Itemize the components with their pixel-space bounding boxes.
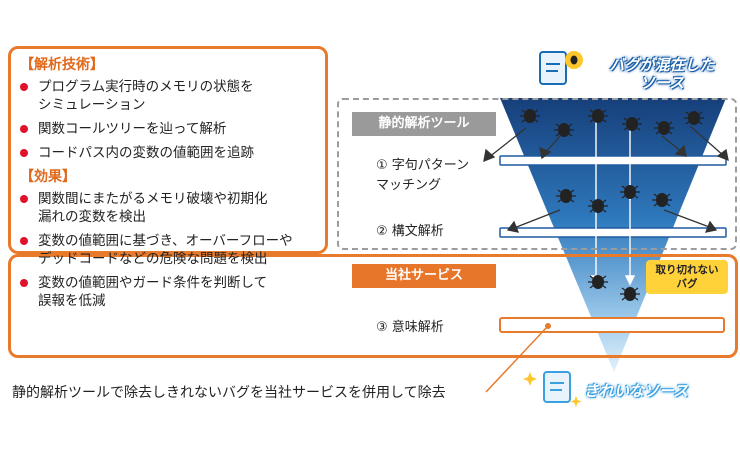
bug-icons	[520, 109, 704, 301]
bug-icon	[554, 123, 574, 137]
bug-icon	[620, 185, 640, 199]
bug-icon	[654, 121, 674, 135]
effect-item: 関数間にまたがるメモリ破壊や初期化 漏れの変数を検出	[20, 190, 336, 226]
analysis-list: プログラム実行時のメモリの状態を シミュレーション 関数コールツリーを辿って解析…	[20, 78, 336, 162]
service-label: 当社サービス	[352, 264, 496, 288]
step2-label: ② 構文解析	[376, 224, 444, 239]
removed-bug-arrows	[483, 125, 729, 233]
caption-pointer	[485, 325, 549, 393]
bug-icon	[588, 199, 608, 213]
bug-icon	[556, 189, 576, 203]
info-content: 【解析技術】 プログラム実行時のメモリの状態を シミュレーション 関数コールツリ…	[20, 56, 336, 316]
bug-icon	[684, 111, 704, 125]
filter-bar-2	[499, 227, 727, 238]
bug-icon	[588, 275, 608, 289]
bug-icon	[588, 109, 608, 123]
clean-source-label: きれいなソース	[584, 382, 689, 400]
effect-item: 変数の値範囲に基づき、オーバーフローや デッドコードなどの危険な問題を検出	[20, 232, 336, 268]
static-tool-label: 静的解析ツール	[352, 112, 496, 136]
analysis-item: プログラム実行時のメモリの状態を シミュレーション	[20, 78, 336, 114]
effect-list: 関数間にまたがるメモリ破壊や初期化 漏れの変数を検出 変数の値範囲に基づき、オー…	[20, 190, 336, 310]
filter-bar-3	[499, 317, 725, 333]
caption: 静的解析ツールで除去しきれないバグを当社サービスを併用して除去	[12, 385, 446, 401]
static-tool-box	[337, 98, 737, 250]
info-box	[8, 46, 328, 254]
step1-label: ① 字句パターン マッチング	[376, 158, 470, 193]
analysis-title: 【解析技術】	[20, 57, 104, 73]
filter-bar-1	[499, 155, 727, 166]
document-icon-bottom	[523, 371, 582, 407]
remaining-bug-callout: 取り切れない バグ	[646, 260, 728, 294]
analysis-item: コードパス内の変数の値範囲を追跡	[20, 144, 336, 162]
document-icon-top	[539, 51, 583, 85]
analysis-item: 関数コールツリーを辿って解析	[20, 120, 336, 138]
bug-icon	[520, 109, 540, 123]
step3-label: ③ 意味解析	[376, 320, 444, 335]
bug-icon	[652, 193, 672, 207]
bug-icon	[620, 287, 640, 301]
buggy-source-label: バグが混在した ソース	[609, 56, 715, 92]
effect-item: 変数の値範囲やガード条件を判断して 誤報を低減	[20, 274, 336, 310]
bug-icon	[622, 117, 642, 131]
effect-title: 【効果】	[20, 169, 76, 185]
